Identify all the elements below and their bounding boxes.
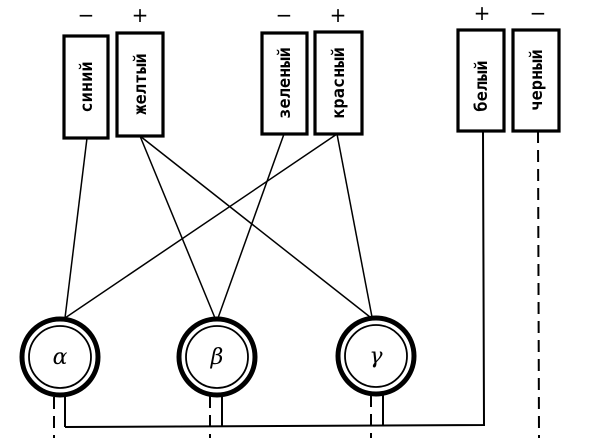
wire-red-gamma [336,133,373,318]
cell-label: γ [369,344,383,369]
input-blue: − синий [62,3,110,140]
white-solid-bus [64,130,486,428]
input-label: зеленый [275,47,295,119]
input-label: белый [472,60,492,111]
connection-wires [64,133,373,319]
input-label: синий [77,61,97,112]
input-green: − зеленый [260,3,309,136]
polarity-sign: + [330,3,347,27]
input-box [62,34,110,140]
input-yellow: + желтый [115,3,165,138]
polarity-sign: + [474,1,491,25]
input-box [313,30,364,136]
polarity-sign: − [78,3,95,27]
input-white: + белый [456,1,506,133]
polarity-sign: + [132,3,149,27]
input-box [115,31,165,138]
cell-label: β [210,345,224,370]
bus-lines [53,130,540,438]
cell-inner-ring [28,325,92,389]
cell-inner-ring [344,324,408,388]
wire-blue-alpha [64,137,88,319]
input-box [260,31,309,136]
cell-label: α [53,345,68,370]
polarity-sign: − [276,3,293,27]
wire-yellow-beta [139,135,216,319]
input-label: красный [329,47,349,119]
cell-gamma: γ [335,315,417,397]
input-label: черный [527,49,547,110]
polarity-sign: − [530,1,547,25]
input-box [511,28,561,133]
input-black: − черный [511,1,561,133]
cell-beta: β [176,316,258,398]
wire-yellow-gamma [139,135,371,318]
black-dashed-line [537,130,540,438]
input-label: желтый [131,53,151,114]
input-box [456,28,506,133]
wire-red-alpha [64,133,338,319]
cell-inner-ring [185,325,249,389]
input-red: + красный [313,3,364,136]
wire-green-beta [217,133,285,319]
cell-alpha: α [19,316,101,398]
